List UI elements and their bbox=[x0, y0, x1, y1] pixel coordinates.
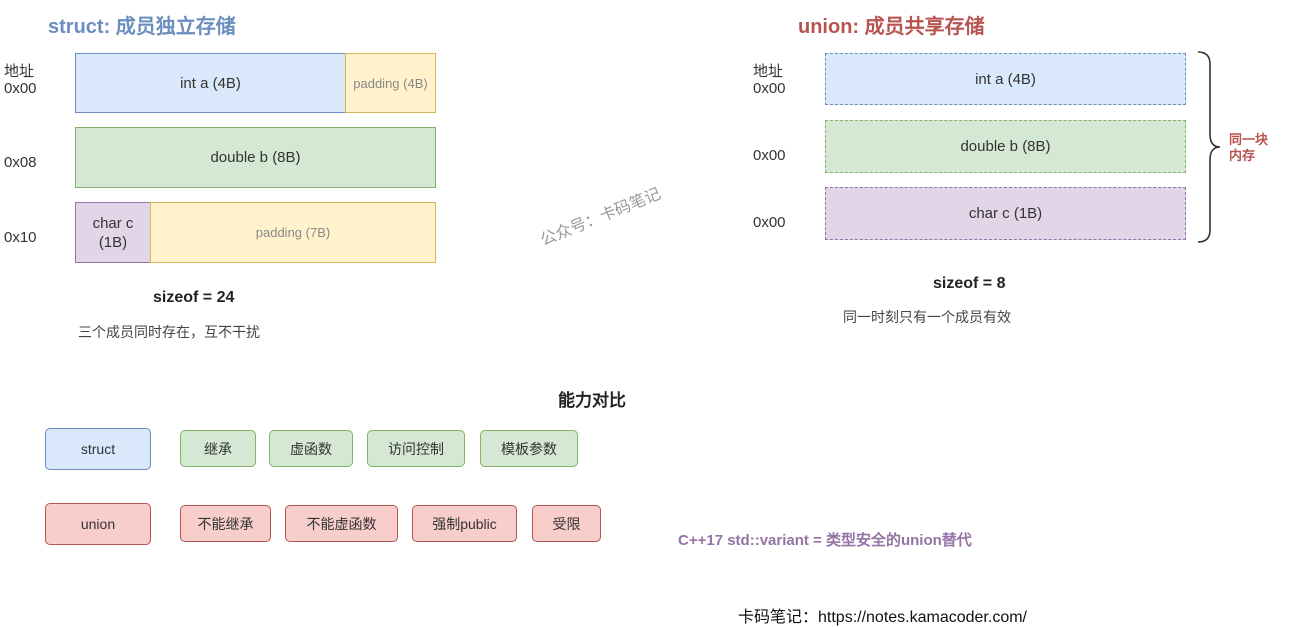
address-0x00: 0x00 bbox=[4, 80, 37, 97]
union-address-0: 0x00 bbox=[753, 80, 786, 97]
struct-feature-template-params: 模板参数 bbox=[480, 430, 578, 467]
union-title: union: 成员共享存储 bbox=[798, 16, 985, 38]
union-limit-no-virtual-functions: 不能虚函数 bbox=[285, 505, 398, 542]
struct-member-int-a-label: int a (4B) bbox=[180, 74, 241, 92]
struct-member-char-c-label: char c (1B) bbox=[92, 214, 134, 251]
shared-memory-label-line2: 内存 bbox=[1229, 148, 1256, 163]
struct-member-double-b: double b (8B) bbox=[75, 127, 436, 188]
shared-memory-label-line1: 同一块 bbox=[1229, 132, 1269, 147]
union-limit-restricted-label: 受限 bbox=[552, 515, 581, 532]
footer-link[interactable]: 卡码笔记：https://notes.kamacoder.com/ bbox=[738, 609, 1027, 626]
struct-feature-template-params-label: 模板参数 bbox=[501, 440, 557, 457]
union-address-2: 0x00 bbox=[753, 214, 786, 231]
comparison-struct-label-text: struct bbox=[80, 441, 116, 457]
union-member-char-c: char c (1B) bbox=[825, 187, 1186, 240]
union-member-int-a: int a (4B) bbox=[825, 53, 1186, 105]
union-address-1: 0x00 bbox=[753, 147, 786, 164]
comparison-struct-label: struct bbox=[45, 428, 151, 470]
struct-address-0x10: 0x10 bbox=[4, 229, 37, 246]
struct-member-int-a: int a (4B) bbox=[75, 53, 346, 113]
comparison-union-label: union bbox=[45, 503, 151, 545]
struct-feature-access-control: 访问控制 bbox=[367, 430, 465, 467]
struct-title: struct: 成员独立存储 bbox=[48, 16, 236, 38]
union-limit-no-inheritance-label: 不能继承 bbox=[197, 515, 254, 532]
watermark: 公众号：卡码笔记 bbox=[538, 185, 664, 250]
shared-memory-label: 同一块 内存 bbox=[1229, 132, 1268, 164]
union-address-header: 地址 bbox=[753, 63, 784, 80]
union-sizeof: sizeof = 8 bbox=[933, 275, 1006, 292]
struct-feature-access-control-label: 访问控制 bbox=[388, 440, 444, 457]
union-member-int-a-label: int a (4B) bbox=[975, 70, 1036, 88]
shared-memory-brace bbox=[1197, 51, 1221, 243]
union-limit-forced-public: 强制public bbox=[412, 505, 517, 542]
union-limit-no-inheritance: 不能继承 bbox=[180, 505, 271, 542]
union-limit-no-virtual-functions-label: 不能虚函数 bbox=[306, 515, 377, 532]
struct-padding-4b-label: padding (4B) bbox=[353, 75, 428, 91]
struct-padding-7b: padding (7B) bbox=[150, 202, 436, 263]
struct-address-0x08: 0x08 bbox=[4, 154, 37, 171]
struct-padding-7b-label: padding (7B) bbox=[255, 225, 331, 240]
address-header: 地址 bbox=[4, 63, 35, 80]
struct-feature-virtual-functions-label: 虚函数 bbox=[290, 440, 332, 457]
variant-note: C++17 std::variant = 类型安全的union替代 bbox=[678, 532, 972, 549]
struct-address-label: 地址 0x00 bbox=[4, 63, 37, 97]
struct-feature-inheritance-label: 继承 bbox=[204, 440, 232, 457]
union-member-double-b: double b (8B) bbox=[825, 120, 1186, 173]
union-limit-restricted: 受限 bbox=[532, 505, 601, 542]
union-member-char-c-label: char c (1B) bbox=[968, 205, 1043, 222]
struct-feature-virtual-functions: 虚函数 bbox=[269, 430, 353, 467]
comparison-union-label-text: union bbox=[80, 516, 116, 532]
struct-sizeof: sizeof = 24 bbox=[153, 289, 235, 306]
union-description: 同一时刻只有一个成员有效 bbox=[843, 309, 1011, 325]
union-limit-forced-public-label: 强制public bbox=[432, 515, 497, 532]
struct-feature-inheritance: 继承 bbox=[180, 430, 256, 467]
struct-padding-4b: padding (4B) bbox=[345, 53, 436, 113]
comparison-title: 能力对比 bbox=[558, 391, 626, 410]
union-member-double-b-label: double b (8B) bbox=[960, 138, 1051, 155]
union-address-label: 地址 0x00 bbox=[753, 63, 786, 97]
struct-member-double-b-label: double b (8B) bbox=[210, 149, 301, 166]
struct-member-char-c: char c (1B) bbox=[75, 202, 151, 263]
struct-description: 三个成员同时存在，互不干扰 bbox=[78, 324, 260, 340]
